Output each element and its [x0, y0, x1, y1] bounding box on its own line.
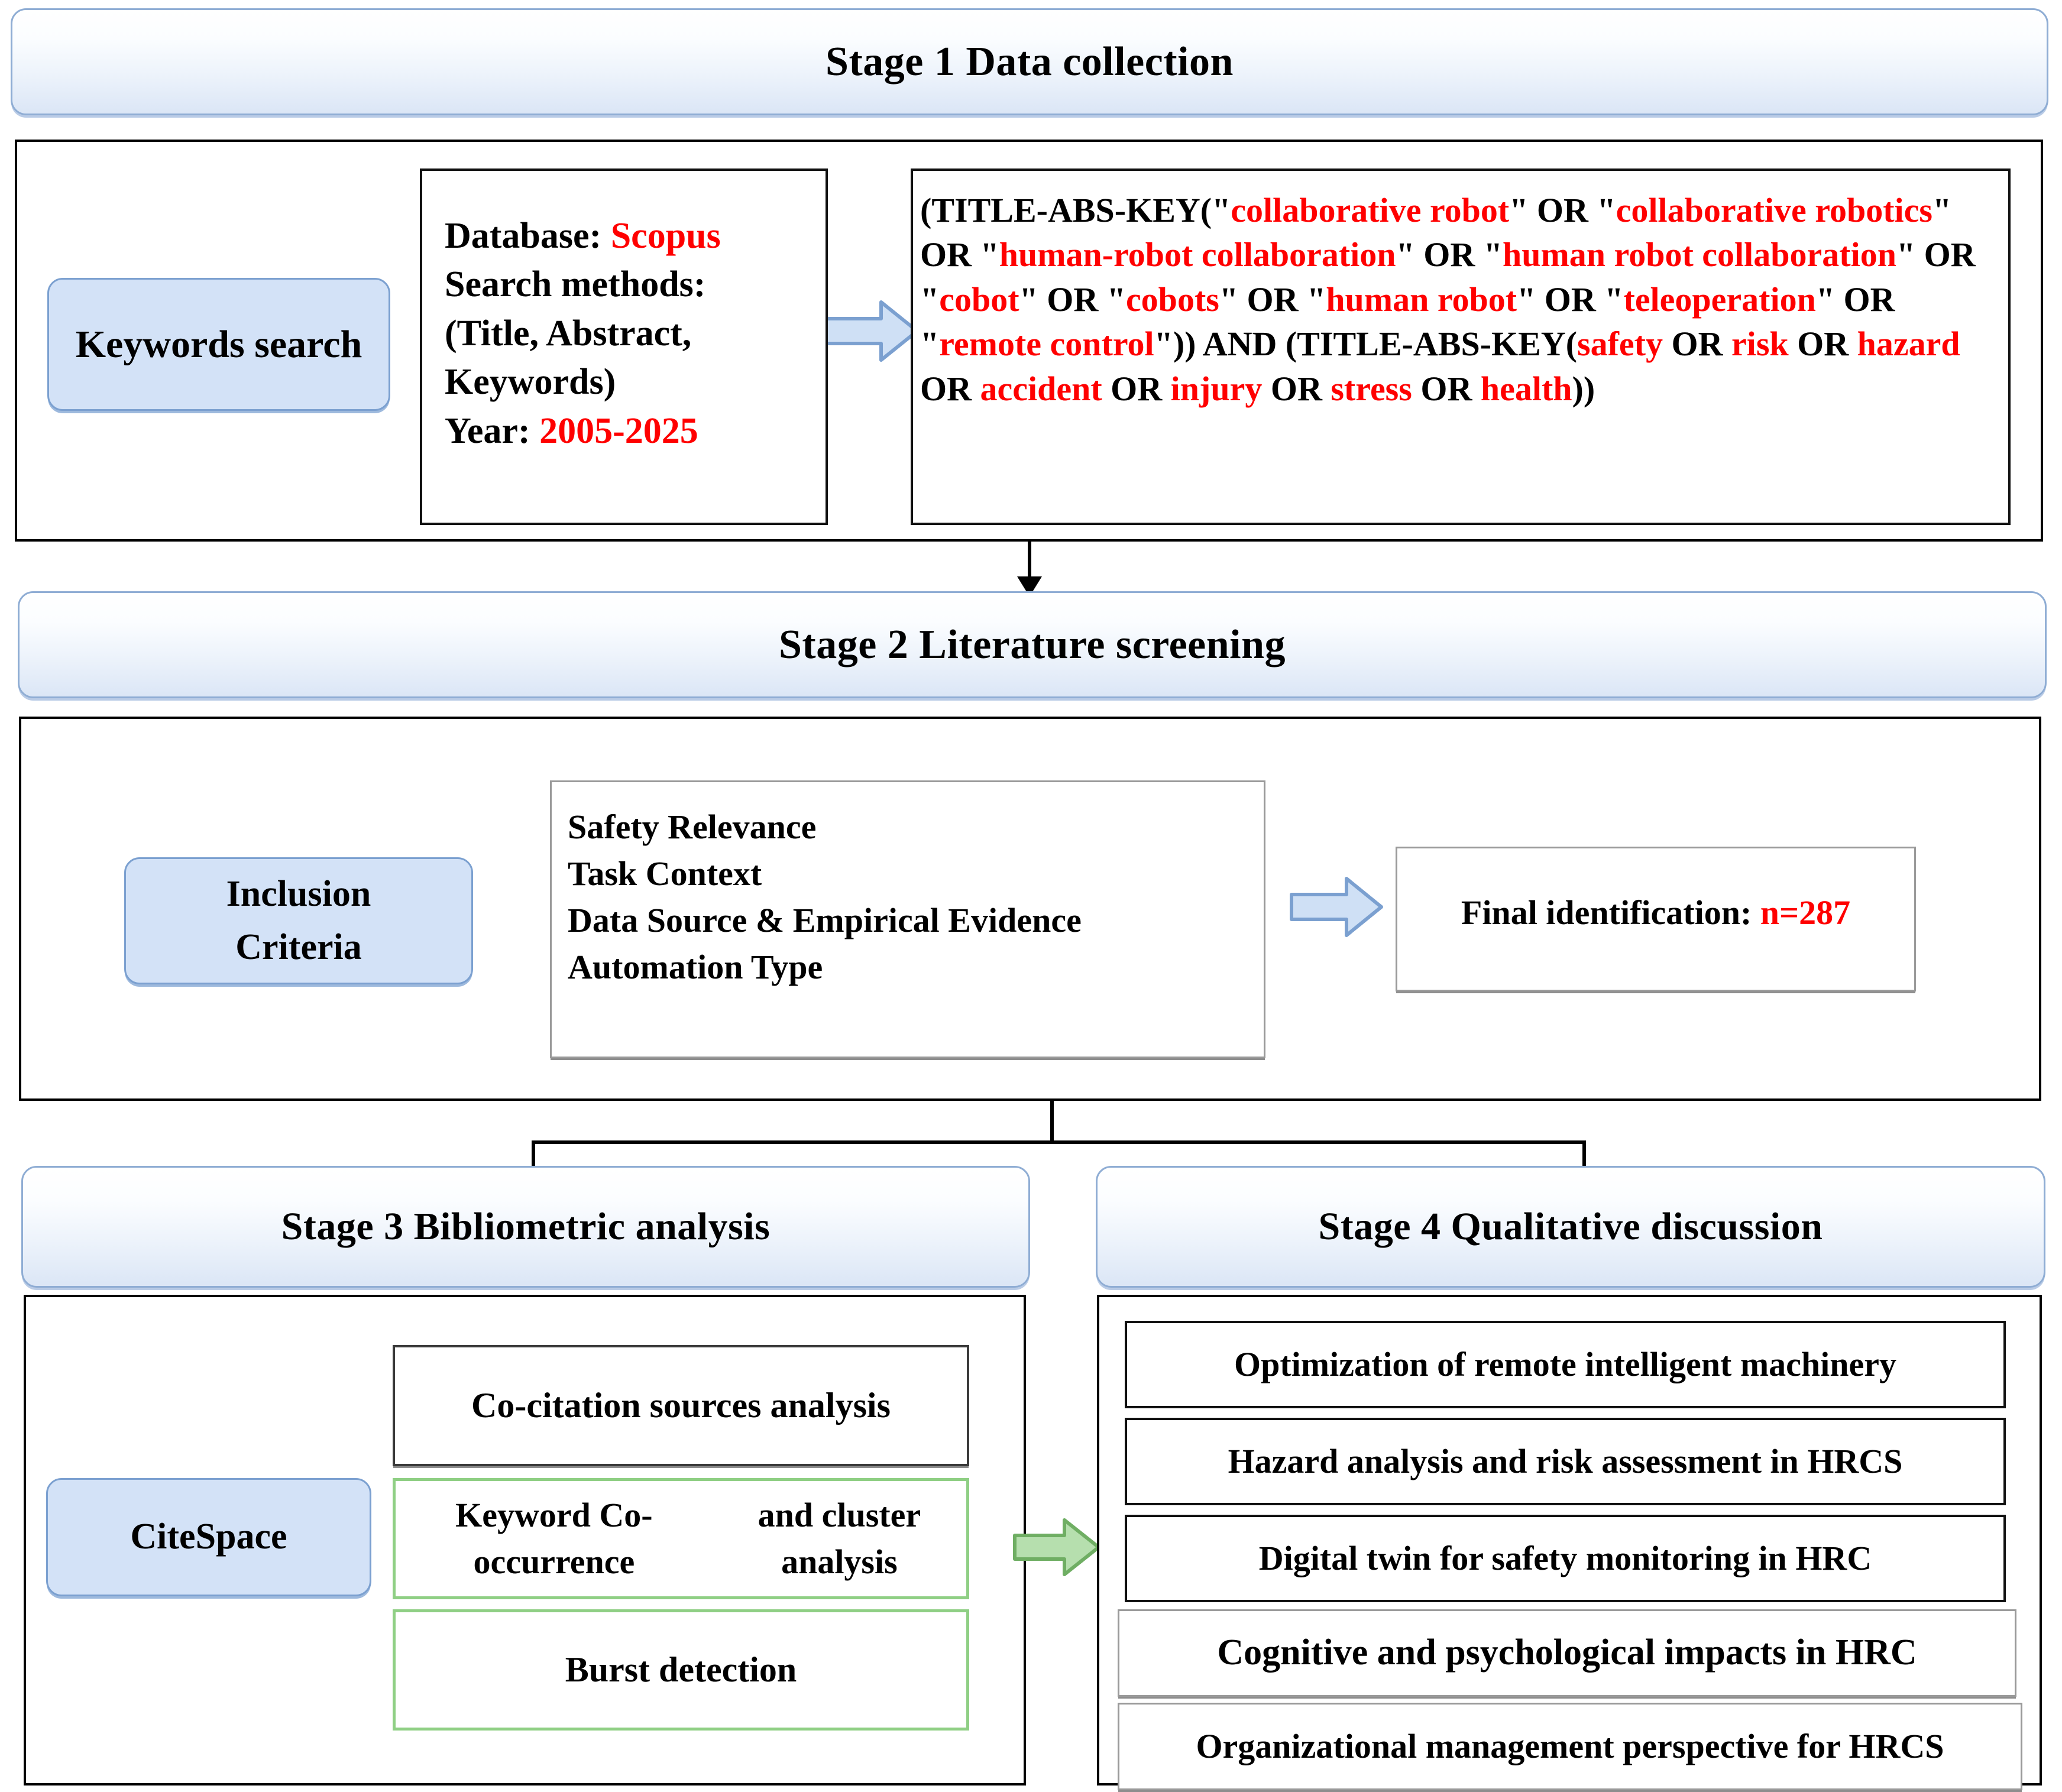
year-label: Year: [445, 410, 540, 451]
query-segment-4: " OR " [920, 191, 1952, 274]
topic-box[interactable]: Digital twin for safety monitoring in HR… [1125, 1515, 2006, 1602]
citespace-node[interactable]: CiteSpace [46, 1478, 371, 1596]
citespace-label: CiteSpace [130, 1516, 287, 1557]
search-methods-line-2: (Title, Abstract, [445, 313, 692, 354]
criteria-item: Task Context [568, 854, 762, 893]
search-query-text[interactable]: (TITLE-ABS-KEY("collaborative robot" OR … [920, 188, 2005, 411]
query-segment-26: OR [1102, 369, 1171, 408]
query-segment-5: human-robot collaboration [999, 235, 1396, 274]
stage-2-header-label: Stage 2 Literature screening [778, 621, 1286, 667]
arrow-right-blue-icon-2 [1289, 875, 1384, 939]
analysis-box-line: and cluster analysis [758, 1496, 921, 1581]
query-segment-1: collaborative robot [1231, 191, 1510, 229]
topic-box[interactable]: Optimization of remote intelligent machi… [1125, 1321, 2006, 1408]
search-methods-line: Search methods: [445, 264, 706, 305]
stage-2-header: Stage 2 Literature screening [18, 591, 2047, 698]
stage-3-header: Stage 3 Bibliometric analysis [21, 1166, 1030, 1288]
criteria-item: Data Source & Empirical Evidence [568, 900, 1082, 939]
stage-4-header-label: Stage 4 Qualitative discussion [1318, 1205, 1823, 1248]
criteria-item: Safety Relevance [568, 808, 817, 846]
criteria-item: Automation Type [568, 947, 823, 986]
stage-1-header-label: Stage 1 Data collection [826, 38, 1234, 85]
topic-box[interactable]: Organizational management perspective fo… [1118, 1703, 2022, 1790]
topic-box-label: Optimization of remote intelligent machi… [1234, 1344, 1897, 1383]
arrow-right-green-icon [1012, 1515, 1101, 1580]
query-segment-3: collaborative robotics [1616, 191, 1932, 229]
final-identification-value: n=287 [1760, 893, 1851, 932]
query-segment-2: " OR " [1509, 191, 1616, 229]
analysis-box-line: Keyword Co-occurrence [455, 1496, 653, 1581]
query-segment-15: teleoperation [1623, 280, 1816, 319]
query-segment-13: human robot [1326, 280, 1517, 319]
query-segment-10: " OR " [1019, 280, 1126, 319]
query-segment-17: remote control [939, 325, 1154, 364]
search-methods-line-3: Keywords) [445, 362, 616, 403]
query-segment-8: " OR " [920, 235, 1976, 319]
year-value: 2005-2025 [539, 410, 698, 451]
topic-box[interactable]: Cognitive and psychological impacts in H… [1118, 1609, 2016, 1697]
query-segment-30: OR [1412, 369, 1481, 408]
keywords-search-label: Keywords search [75, 322, 362, 366]
database-label: Database: [445, 216, 611, 256]
final-identification-label: Final identification: [1461, 893, 1760, 932]
query-segment-22: OR [1788, 325, 1857, 364]
query-segment-7: human robot collaboration [1502, 235, 1896, 274]
stage-4-header: Stage 4 Qualitative discussion [1096, 1166, 2045, 1288]
analysis-box[interactable]: Burst detection [393, 1609, 969, 1731]
topic-box-label: Organizational management perspective fo… [1196, 1726, 1944, 1765]
analysis-box[interactable]: Co-citation sources analysis [393, 1345, 969, 1466]
database-info-panel [420, 168, 828, 525]
query-segment-24: OR [920, 369, 980, 408]
analysis-box-label: Keyword Co-occurrence and cluster analysi… [396, 1481, 966, 1596]
topic-box[interactable]: Hazard analysis and risk assessment in H… [1125, 1418, 2006, 1505]
analysis-box-label: Burst detection [565, 1650, 797, 1689]
database-line: Database: Scopus [445, 212, 817, 260]
query-segment-28: OR [1262, 369, 1331, 408]
query-segment-12: " OR " [1219, 280, 1326, 319]
connector-stage2-branch [532, 1140, 1586, 1144]
year-line: Year: 2005-2025 [445, 407, 817, 455]
arrow-right-blue-icon-1 [822, 299, 920, 364]
query-segment-0: (TITLE-ABS-KEY(" [920, 191, 1231, 229]
database-value: Scopus [610, 216, 721, 256]
final-identification-panel [1396, 847, 1916, 991]
connector-stage1-stage2 [1028, 542, 1031, 585]
query-segment-20: OR [1662, 325, 1731, 364]
final-identification-text: Final identification: n=287 [1396, 893, 1916, 932]
query-segment-6: " OR " [1396, 235, 1503, 274]
criteria-list-panel [550, 780, 1265, 1058]
query-segment-29: stress [1331, 369, 1412, 408]
query-segment-23: hazard [1857, 325, 1960, 364]
query-segment-9: cobot [939, 280, 1019, 319]
query-segment-19: safety [1577, 325, 1663, 364]
query-segment-27: injury [1170, 369, 1263, 408]
connector-stage2-trunk [1050, 1101, 1054, 1143]
topic-box-label: Cognitive and psychological impacts in H… [1217, 1632, 1917, 1673]
stage-3-header-label: Stage 3 Bibliometric analysis [281, 1205, 771, 1248]
inclusion-criteria-label-line1: Inclusion [226, 873, 371, 914]
query-segment-31: health [1480, 369, 1572, 408]
database-info-text: Database: Scopus Search methods: (Title,… [445, 212, 817, 455]
topic-box-label: Hazard analysis and risk assessment in H… [1228, 1441, 1903, 1480]
analysis-box[interactable]: Keyword Co-occurrence and cluster analysi… [393, 1478, 969, 1599]
query-segment-11: cobots [1125, 280, 1219, 319]
query-segment-18: ")) AND (TITLE-ABS-KEY( [1154, 325, 1578, 364]
query-segment-32: )) [1572, 369, 1595, 408]
query-segment-21: risk [1731, 325, 1789, 364]
inclusion-criteria-label-line2: Criteria [235, 926, 362, 967]
keywords-search-node[interactable]: Keywords search [47, 278, 390, 411]
stage-1-header: Stage 1 Data collection [11, 8, 2048, 115]
query-segment-16: " OR " [920, 280, 1895, 364]
query-segment-14: " OR " [1517, 280, 1624, 319]
inclusion-criteria-node[interactable]: Inclusion Criteria [124, 857, 473, 984]
topic-box-label: Digital twin for safety monitoring in HR… [1258, 1538, 1872, 1577]
query-segment-25: accident [980, 369, 1102, 408]
analysis-box-label: Co-citation sources analysis [471, 1386, 891, 1425]
search-query-panel [911, 168, 2011, 525]
